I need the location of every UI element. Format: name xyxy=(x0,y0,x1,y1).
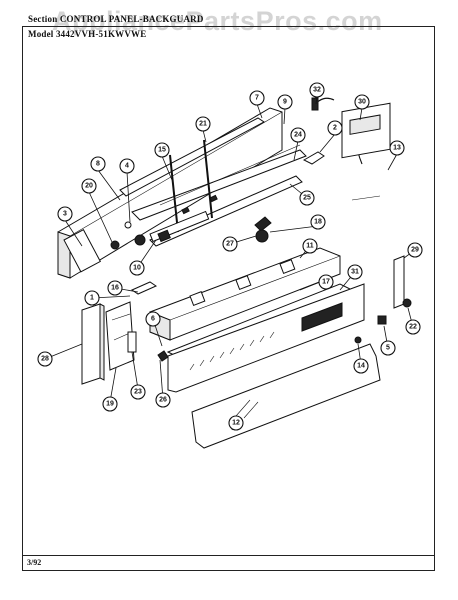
svg-text:31: 31 xyxy=(351,269,359,276)
footer-divider xyxy=(22,555,435,556)
callout-2: 2 xyxy=(327,120,343,136)
knobs-and-screws xyxy=(157,298,412,362)
model-title: Model 3442VVH-51KWVWE xyxy=(28,29,147,39)
svg-text:23: 23 xyxy=(134,389,142,396)
callout-20: 20 xyxy=(81,178,97,194)
callout-24: 24 xyxy=(290,127,306,143)
callout-6: 6 xyxy=(145,311,161,327)
callout-8: 8 xyxy=(90,156,106,172)
end-caps xyxy=(81,255,405,385)
callout-15: 15 xyxy=(154,142,170,158)
svg-text:16: 16 xyxy=(111,285,119,292)
section-title: Section CONTROL PANEL-BACKGUARD xyxy=(28,14,204,24)
date-code: 3/92 xyxy=(27,558,42,567)
svg-text:30: 30 xyxy=(358,99,366,106)
backguard-panel xyxy=(57,107,283,279)
callout-10-top: 10 xyxy=(129,260,145,276)
callout-30: 30 xyxy=(354,94,370,110)
callout-23: 23 xyxy=(130,384,146,400)
callout-11: 11 xyxy=(302,238,318,254)
svg-text:20: 20 xyxy=(85,183,93,190)
callout-3: 3 xyxy=(57,206,73,222)
callout-21: 21 xyxy=(195,116,211,132)
callout-31: 31 xyxy=(347,264,363,280)
svg-text:11: 11 xyxy=(306,243,314,250)
svg-text:4: 4 xyxy=(125,163,129,170)
callout-19: 19 xyxy=(102,396,118,412)
svg-text:5: 5 xyxy=(386,345,390,352)
svg-text:21: 21 xyxy=(199,121,207,128)
svg-text:24: 24 xyxy=(294,132,302,139)
callout-32: 32 xyxy=(309,82,325,98)
callout-17: 17 xyxy=(318,274,334,290)
svg-text:8: 8 xyxy=(96,161,100,168)
callout-4: 4 xyxy=(119,158,135,174)
svg-text:7: 7 xyxy=(255,95,259,102)
callout-13: 13 xyxy=(389,140,405,156)
side-bracket xyxy=(105,301,137,371)
callout-5: 5 xyxy=(380,340,396,356)
svg-text:28: 28 xyxy=(41,356,49,363)
svg-text:18: 18 xyxy=(314,219,322,226)
svg-text:2: 2 xyxy=(333,125,337,132)
callout-29: 29 xyxy=(407,242,423,258)
svg-text:17: 17 xyxy=(322,279,330,286)
svg-text:13: 13 xyxy=(393,145,401,152)
svg-text:6: 6 xyxy=(151,316,155,323)
svg-text:27: 27 xyxy=(226,241,234,248)
callout-7: 7 xyxy=(249,90,265,106)
callout-16: 16 xyxy=(107,280,123,296)
callout-27: 27 xyxy=(222,236,238,252)
callout-26: 26 xyxy=(155,392,171,408)
callout-14: 14 xyxy=(353,358,369,374)
front-panel xyxy=(167,283,365,393)
svg-text:10: 10 xyxy=(133,265,141,272)
callout-9: 9 xyxy=(277,94,293,110)
svg-text:26: 26 xyxy=(159,397,167,404)
svg-text:32: 32 xyxy=(313,87,321,94)
timer-module xyxy=(341,102,391,201)
svg-text:9: 9 xyxy=(283,99,287,106)
svg-text:14: 14 xyxy=(357,363,365,370)
callout-18: 18 xyxy=(310,214,326,230)
svg-text:25: 25 xyxy=(303,195,311,202)
svg-text:29: 29 xyxy=(411,247,419,254)
svg-text:12: 12 xyxy=(232,420,240,427)
callout-25: 25 xyxy=(299,190,315,206)
callout-1: 1 xyxy=(84,290,100,306)
svg-text:15: 15 xyxy=(158,147,166,154)
callout-22: 22 xyxy=(405,319,421,335)
rod-parts xyxy=(149,139,213,243)
svg-text:22: 22 xyxy=(409,324,417,331)
diagram-frame xyxy=(22,26,435,571)
svg-text:3: 3 xyxy=(63,211,67,218)
callout-12: 12 xyxy=(228,415,244,431)
svg-text:1: 1 xyxy=(90,295,94,302)
control-panel xyxy=(149,247,341,341)
svg-text:19: 19 xyxy=(106,401,114,408)
callout-28: 28 xyxy=(37,351,53,367)
